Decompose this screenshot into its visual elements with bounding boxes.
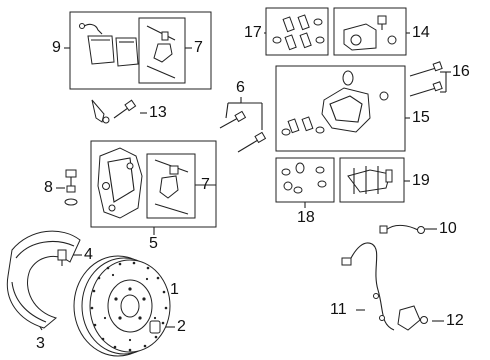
callout-7-lower: 7 bbox=[201, 176, 210, 193]
leader-lines bbox=[36, 32, 451, 331]
abs-sensor-cable bbox=[341, 242, 395, 331]
callout-16: 16 bbox=[452, 63, 470, 80]
rotor-screw bbox=[149, 320, 161, 334]
callout-18: 18 bbox=[297, 209, 315, 226]
callout-3: 3 bbox=[36, 335, 45, 352]
callout-15: 15 bbox=[412, 109, 430, 126]
rear-caliper-bolts bbox=[409, 61, 443, 97]
brake-pad-set bbox=[79, 23, 139, 67]
anti-rattle-clips bbox=[347, 166, 393, 194]
rear-caliper bbox=[281, 70, 389, 136]
callout-11: 11 bbox=[330, 301, 347, 318]
callout-19: 19 bbox=[412, 172, 430, 189]
caliper-hardware-kit bbox=[154, 159, 189, 215]
caliper-hardware-box bbox=[146, 153, 196, 219]
callout-8: 8 bbox=[44, 179, 53, 196]
anti-rattle-box bbox=[339, 157, 405, 203]
callout-2: 2 bbox=[177, 318, 186, 335]
callout-5: 5 bbox=[149, 235, 158, 252]
callout-6: 6 bbox=[236, 79, 245, 96]
pin-kit bbox=[272, 14, 325, 51]
callout-1: 1 bbox=[170, 281, 179, 298]
pad-hardware-box bbox=[138, 17, 186, 84]
guide-bolts bbox=[219, 110, 267, 153]
callout-17: 17 bbox=[244, 24, 262, 41]
brake-hose bbox=[379, 224, 425, 234]
front-caliper bbox=[97, 147, 143, 219]
bleeder-screw bbox=[64, 169, 78, 206]
callout-7-top: 7 bbox=[194, 39, 203, 56]
caliper-rear-box bbox=[275, 65, 406, 152]
parking-actuator bbox=[343, 15, 397, 51]
callout-9: 9 bbox=[52, 39, 61, 56]
pad-kit-box bbox=[69, 11, 212, 90]
pin-kit-box bbox=[265, 7, 329, 56]
shield-bolt bbox=[57, 249, 67, 266]
callout-12: 12 bbox=[446, 312, 464, 329]
callout-4: 4 bbox=[84, 246, 93, 263]
pad-hardware-kit bbox=[146, 25, 176, 79]
dust-shield bbox=[6, 230, 81, 329]
wheel-cylinder-box bbox=[333, 7, 407, 56]
callout-10: 10 bbox=[439, 220, 457, 237]
seal-kit bbox=[281, 162, 327, 194]
callout-14: 14 bbox=[412, 24, 430, 41]
rotor-drill-holes bbox=[90, 261, 168, 352]
sensor-bracket-bolt bbox=[91, 99, 137, 124]
brake-rotor bbox=[73, 255, 171, 357]
seal-kit-box bbox=[275, 157, 335, 203]
sensor-bracket bbox=[397, 305, 428, 331]
callout-13: 13 bbox=[149, 104, 167, 121]
